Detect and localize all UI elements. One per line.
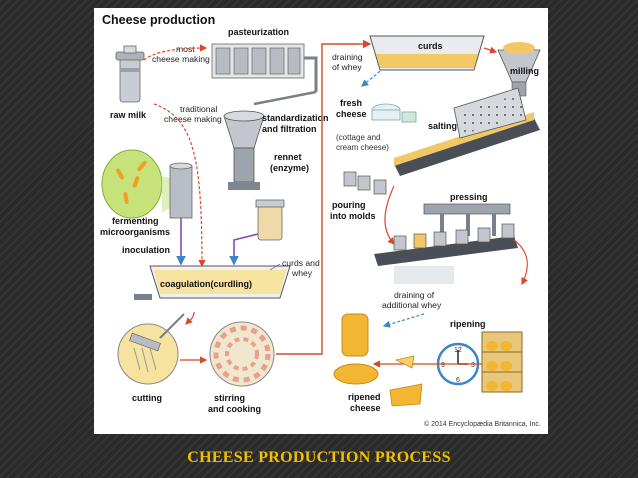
- salting-conveyor-icon: [394, 87, 540, 176]
- diagram-title: Cheese production: [102, 13, 215, 27]
- centrifuge-icon: [223, 110, 265, 190]
- ripening-shelf-icon: [481, 331, 523, 393]
- label-ripening: ripening: [450, 319, 486, 329]
- label-microorganisms: microorganisms: [100, 227, 170, 237]
- additional-whey-arrow: [382, 313, 425, 328]
- pasteurizer-icon: [211, 43, 318, 92]
- rennet-jar-icon: [255, 199, 285, 241]
- label-salting: salting: [428, 121, 457, 131]
- label-enzyme: (enzyme): [270, 163, 309, 173]
- label-cottage-and: (cottage and: [336, 133, 380, 142]
- arrow-to-milling: [483, 46, 498, 54]
- label-pouring: pouring: [332, 200, 366, 210]
- press-icon: [374, 203, 518, 284]
- copyright-text: © 2014 Encyclopædia Britannica, Inc.: [424, 420, 541, 428]
- cheese-production-diagram: Cheese production raw milk most cheese m…: [100, 13, 541, 428]
- label-rennet: rennet: [274, 152, 302, 162]
- arrow-to-curds: [276, 39, 372, 355]
- label-fresh-cheese: cheese: [336, 109, 367, 119]
- fresh-cheese-icon: [371, 103, 417, 123]
- label-pressing: pressing: [450, 192, 488, 202]
- arrow-to-cutting: [185, 311, 195, 325]
- label-of-whey: of whey: [332, 62, 362, 72]
- pipe-to-centrifuge: [253, 90, 317, 106]
- slide-caption: CHEESE PRODUCTION PROCESS: [187, 449, 451, 466]
- whey-drain-arrow: [361, 67, 385, 87]
- label-additional-whey: additional whey: [382, 300, 442, 310]
- label-and-cooking: and cooking: [208, 404, 261, 414]
- label-fresh: fresh: [340, 98, 362, 108]
- label-milling: milling: [510, 66, 539, 76]
- arrow-to-pasteurization: [143, 44, 208, 61]
- molds-icon: [343, 171, 387, 195]
- label-draining: draining: [332, 52, 363, 62]
- label-ripened-cheese: cheese: [350, 403, 381, 413]
- label-draining-of: draining of: [394, 290, 435, 300]
- cutting-icon: [117, 313, 185, 385]
- label-cream-cheese: cream cheese): [336, 143, 389, 152]
- curds-trough-icon: [369, 35, 485, 71]
- milk-can-icon: [115, 45, 145, 103]
- label-ripened: ripened: [348, 392, 381, 402]
- svg-text:6: 6: [456, 377, 460, 384]
- label-fermenting: fermenting: [112, 216, 159, 226]
- svg-text:9: 9: [441, 362, 445, 369]
- label-curds: curds: [418, 41, 443, 51]
- milling-hopper-icon: [497, 42, 541, 97]
- label-curds-and: curds and: [282, 258, 320, 268]
- arrow-to-pressing: [384, 185, 395, 245]
- microorganisms-icon: [101, 149, 193, 219]
- arrow-traditional: [153, 103, 206, 268]
- label-raw-milk: raw milk: [110, 110, 147, 120]
- rennet-line: [229, 233, 259, 266]
- label-inoculation: inoculation: [122, 245, 170, 255]
- label-traditional-cheese-making: cheese making: [164, 114, 222, 124]
- label-coagulation: coagulation(curdling): [160, 279, 252, 289]
- label-most: most: [176, 44, 195, 54]
- svg-text:3: 3: [471, 362, 475, 369]
- label-most-cheese-making: cheese making: [152, 54, 210, 64]
- label-and-filtration: and filtration: [262, 124, 317, 134]
- curds-pointer: [269, 263, 281, 271]
- stirring-icon: [209, 321, 275, 387]
- label-cutting: cutting: [132, 393, 162, 403]
- svg-text:12: 12: [454, 347, 462, 354]
- label-traditional: traditional: [180, 104, 217, 114]
- label-pasteurization: pasteurization: [228, 27, 289, 37]
- arrow-to-ripening: [513, 239, 528, 286]
- label-standardization: standardization: [262, 113, 329, 123]
- label-whey: whey: [291, 268, 313, 278]
- label-stirring: stirring: [214, 393, 245, 403]
- label-into-molds: into molds: [330, 211, 376, 221]
- ripened-cheese-icon: [333, 313, 423, 407]
- coagulation-vat-icon: [134, 265, 291, 300]
